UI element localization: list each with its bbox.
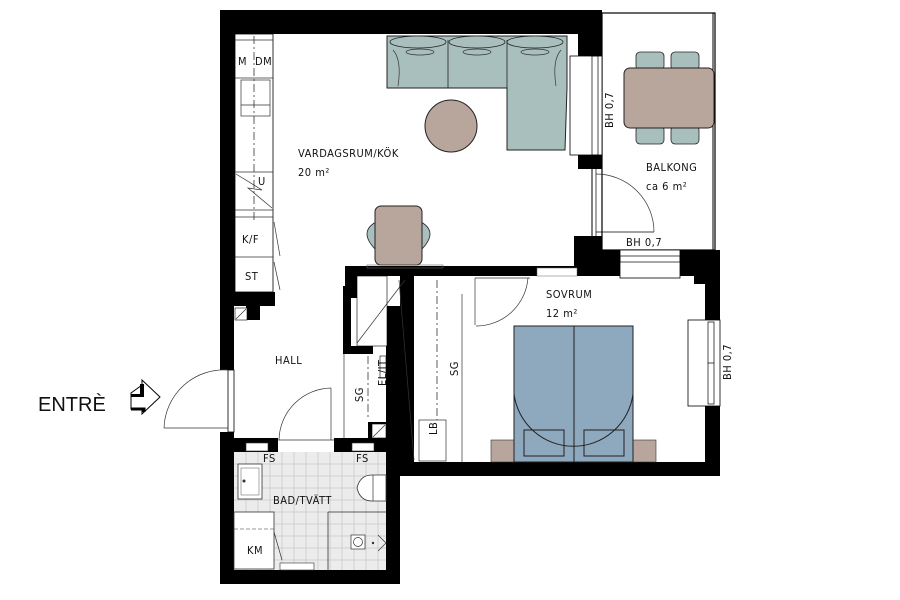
hall-closet-area xyxy=(234,275,415,461)
window-living-east[interactable] xyxy=(569,55,603,156)
coffee-table[interactable] xyxy=(424,99,478,153)
bathroom-door[interactable] xyxy=(278,387,334,441)
bedroom-door[interactable] xyxy=(474,267,578,327)
entrance-arrow-icon xyxy=(130,378,161,416)
entrance-door[interactable] xyxy=(163,369,235,433)
room-name-balcony: BALKONG xyxy=(646,161,697,174)
balcony-dining-set[interactable] xyxy=(623,51,715,145)
window-bedroom-east[interactable] xyxy=(687,319,721,407)
window-note-bedroom: BH 0,7 xyxy=(721,344,734,380)
room-area-living: 20 m² xyxy=(298,166,330,179)
window-balcony-south[interactable] xyxy=(619,249,681,279)
room-name-hall: HALL xyxy=(275,354,302,367)
dining-set-living[interactable] xyxy=(366,205,444,269)
label-washer: KM xyxy=(247,544,263,557)
label-linen: LB xyxy=(427,422,440,435)
double-bed[interactable] xyxy=(490,325,657,463)
room-name-living: VARDAGSRUM/KÖK xyxy=(298,147,399,160)
room-area-bedroom: 12 m² xyxy=(546,307,578,320)
entrance-label: ENTRÈ xyxy=(38,393,106,416)
label-oven: U xyxy=(258,175,266,188)
label-microwave: M xyxy=(238,55,247,68)
label-broom-closet: ST xyxy=(245,270,259,283)
label-wardrobe-hall: SG xyxy=(353,387,366,402)
room-area-balcony: ca 6 m² xyxy=(646,180,687,193)
room-name-bath: BAD/TVÄTT xyxy=(273,494,332,507)
door-balcony[interactable] xyxy=(591,169,655,236)
label-floor-drain-2: FS xyxy=(356,452,369,465)
room-name-bedroom: SOVRUM xyxy=(546,288,592,301)
bedroom-wardrobe xyxy=(418,280,463,462)
bath-fixtures xyxy=(233,442,387,571)
label-electrical: EL/IT xyxy=(376,359,389,386)
sofa[interactable] xyxy=(386,35,568,151)
label-fridge-freezer: K/F xyxy=(242,233,259,246)
window-note-balcony: BH 0,7 xyxy=(626,236,662,249)
label-dishwasher: DM xyxy=(255,55,272,68)
kitchen-counter xyxy=(234,33,281,293)
label-floor-drain-1: FS xyxy=(263,452,276,465)
label-wardrobe-bedroom: SG xyxy=(448,361,461,376)
window-note-living: BH 0,7 xyxy=(603,92,616,128)
